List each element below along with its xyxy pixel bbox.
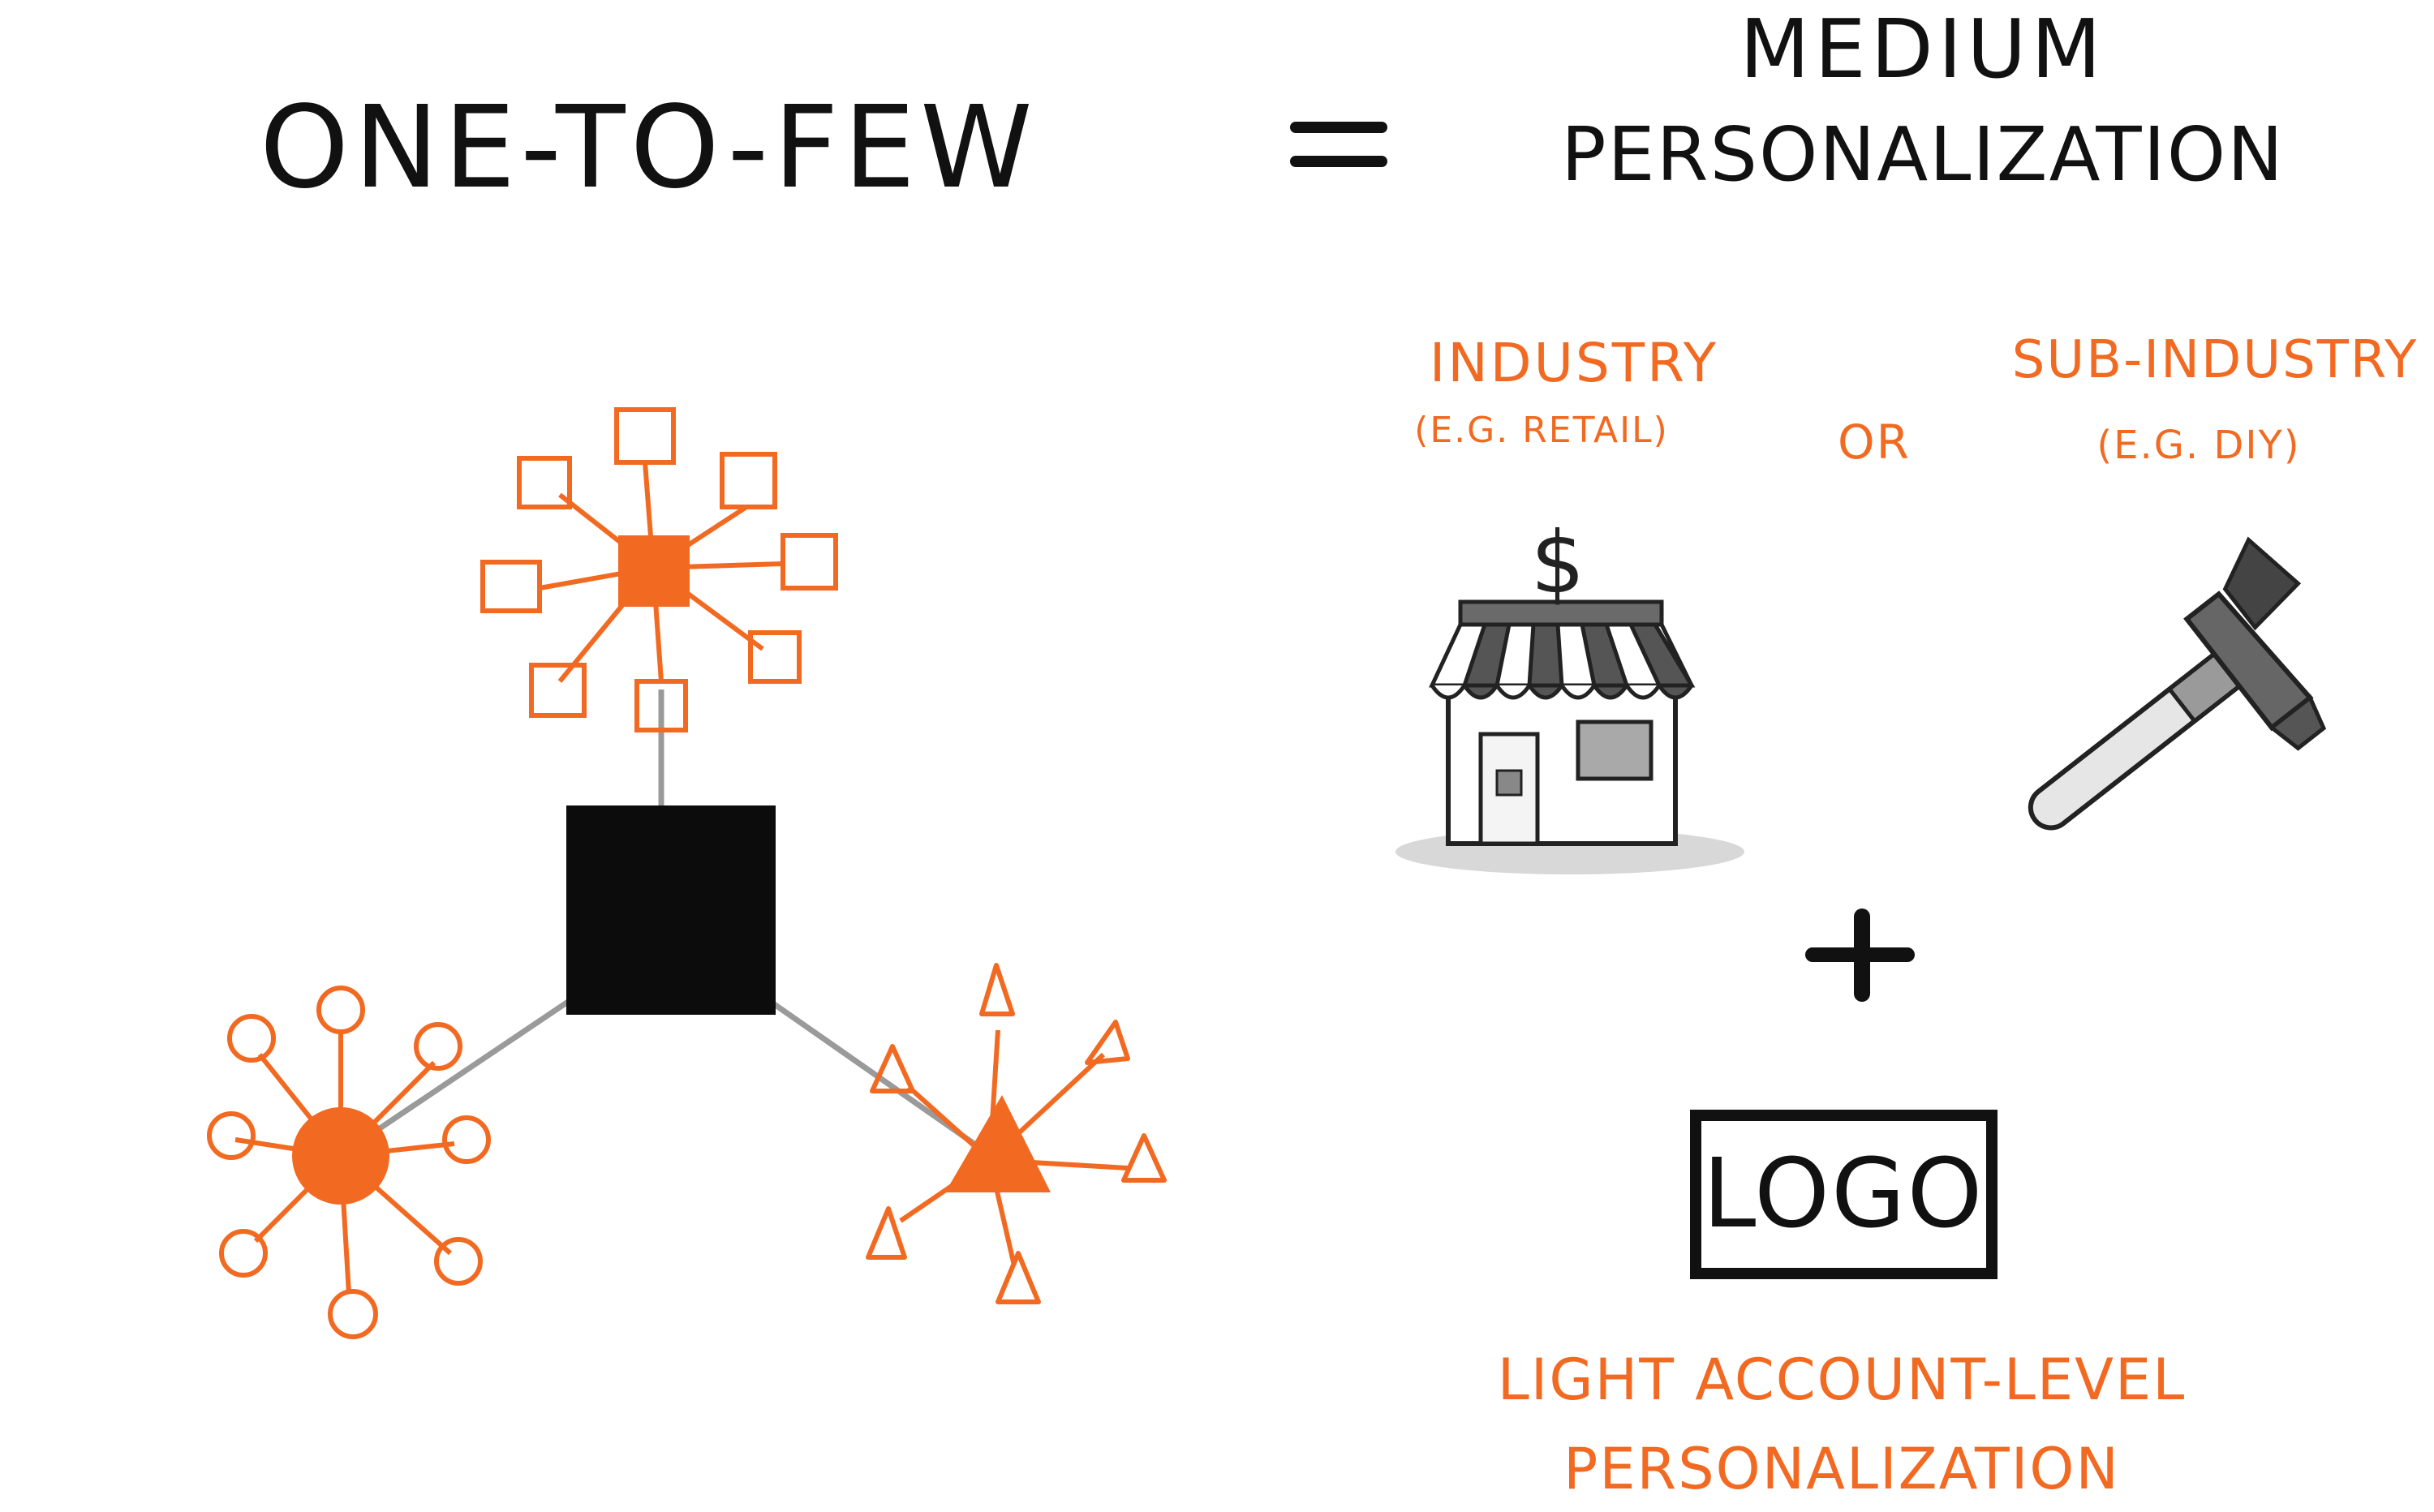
sub-industry-example: (E.G. DIY) — [2096, 423, 2300, 468]
circle-node — [207, 1111, 256, 1160]
light-account-level-label: LIGHT ACCOUNT-LEVEL — [1498, 1347, 2187, 1413]
triangle-node — [866, 1206, 907, 1260]
circle-node — [219, 1229, 268, 1278]
circle-node — [442, 1115, 491, 1164]
medium-label: MEDIUM — [1739, 2, 2105, 97]
one-to-few-title: ONE-TO-FEW — [260, 82, 1038, 214]
circle-cluster-hub — [292, 1107, 389, 1205]
industry-label: INDUSTRY — [1430, 332, 1718, 394]
hammer-icon — [2028, 536, 2327, 831]
dollar-sign: $ — [1531, 513, 1585, 612]
or-label: OR — [1838, 415, 1911, 470]
store-window — [1576, 719, 1653, 781]
central-hub-square — [566, 805, 776, 1015]
triangle-node — [870, 1044, 915, 1093]
circle-node — [434, 1237, 483, 1286]
triangle-cluster-hub — [945, 1095, 1051, 1192]
square-node — [517, 456, 572, 509]
network-diagram — [207, 407, 1167, 1339]
equals-sign — [1290, 122, 1387, 167]
plus-sign — [1805, 908, 1915, 1002]
square-node — [480, 560, 542, 613]
square-node — [529, 663, 587, 718]
circle-node — [328, 1289, 378, 1339]
logo-box: LOGO — [1690, 1110, 1998, 1279]
sub-industry-label: SUB-INDUSTRY — [2012, 330, 2419, 390]
logo-text: LOGO — [1703, 1137, 1985, 1249]
square-node — [781, 533, 838, 591]
circle-node — [316, 986, 365, 1034]
square-node — [720, 452, 777, 509]
triangle-node — [979, 963, 1015, 1016]
triangle-node — [1085, 1020, 1130, 1065]
triangle-node — [996, 1251, 1041, 1304]
personalization-label: PERSONALIZATION — [1561, 111, 2285, 198]
square-cluster-hub — [618, 535, 690, 607]
circle-node — [414, 1022, 462, 1071]
store-icon: $ — [1395, 513, 1744, 874]
footer-personalization-label: PERSONALIZATION — [1563, 1436, 2120, 1502]
square-node — [614, 407, 676, 465]
industry-example: (E.G. RETAIL) — [1414, 410, 1669, 451]
square-node — [634, 679, 688, 732]
triangle-node — [1121, 1133, 1167, 1183]
square-node — [748, 630, 802, 684]
circle-node — [227, 1014, 276, 1063]
